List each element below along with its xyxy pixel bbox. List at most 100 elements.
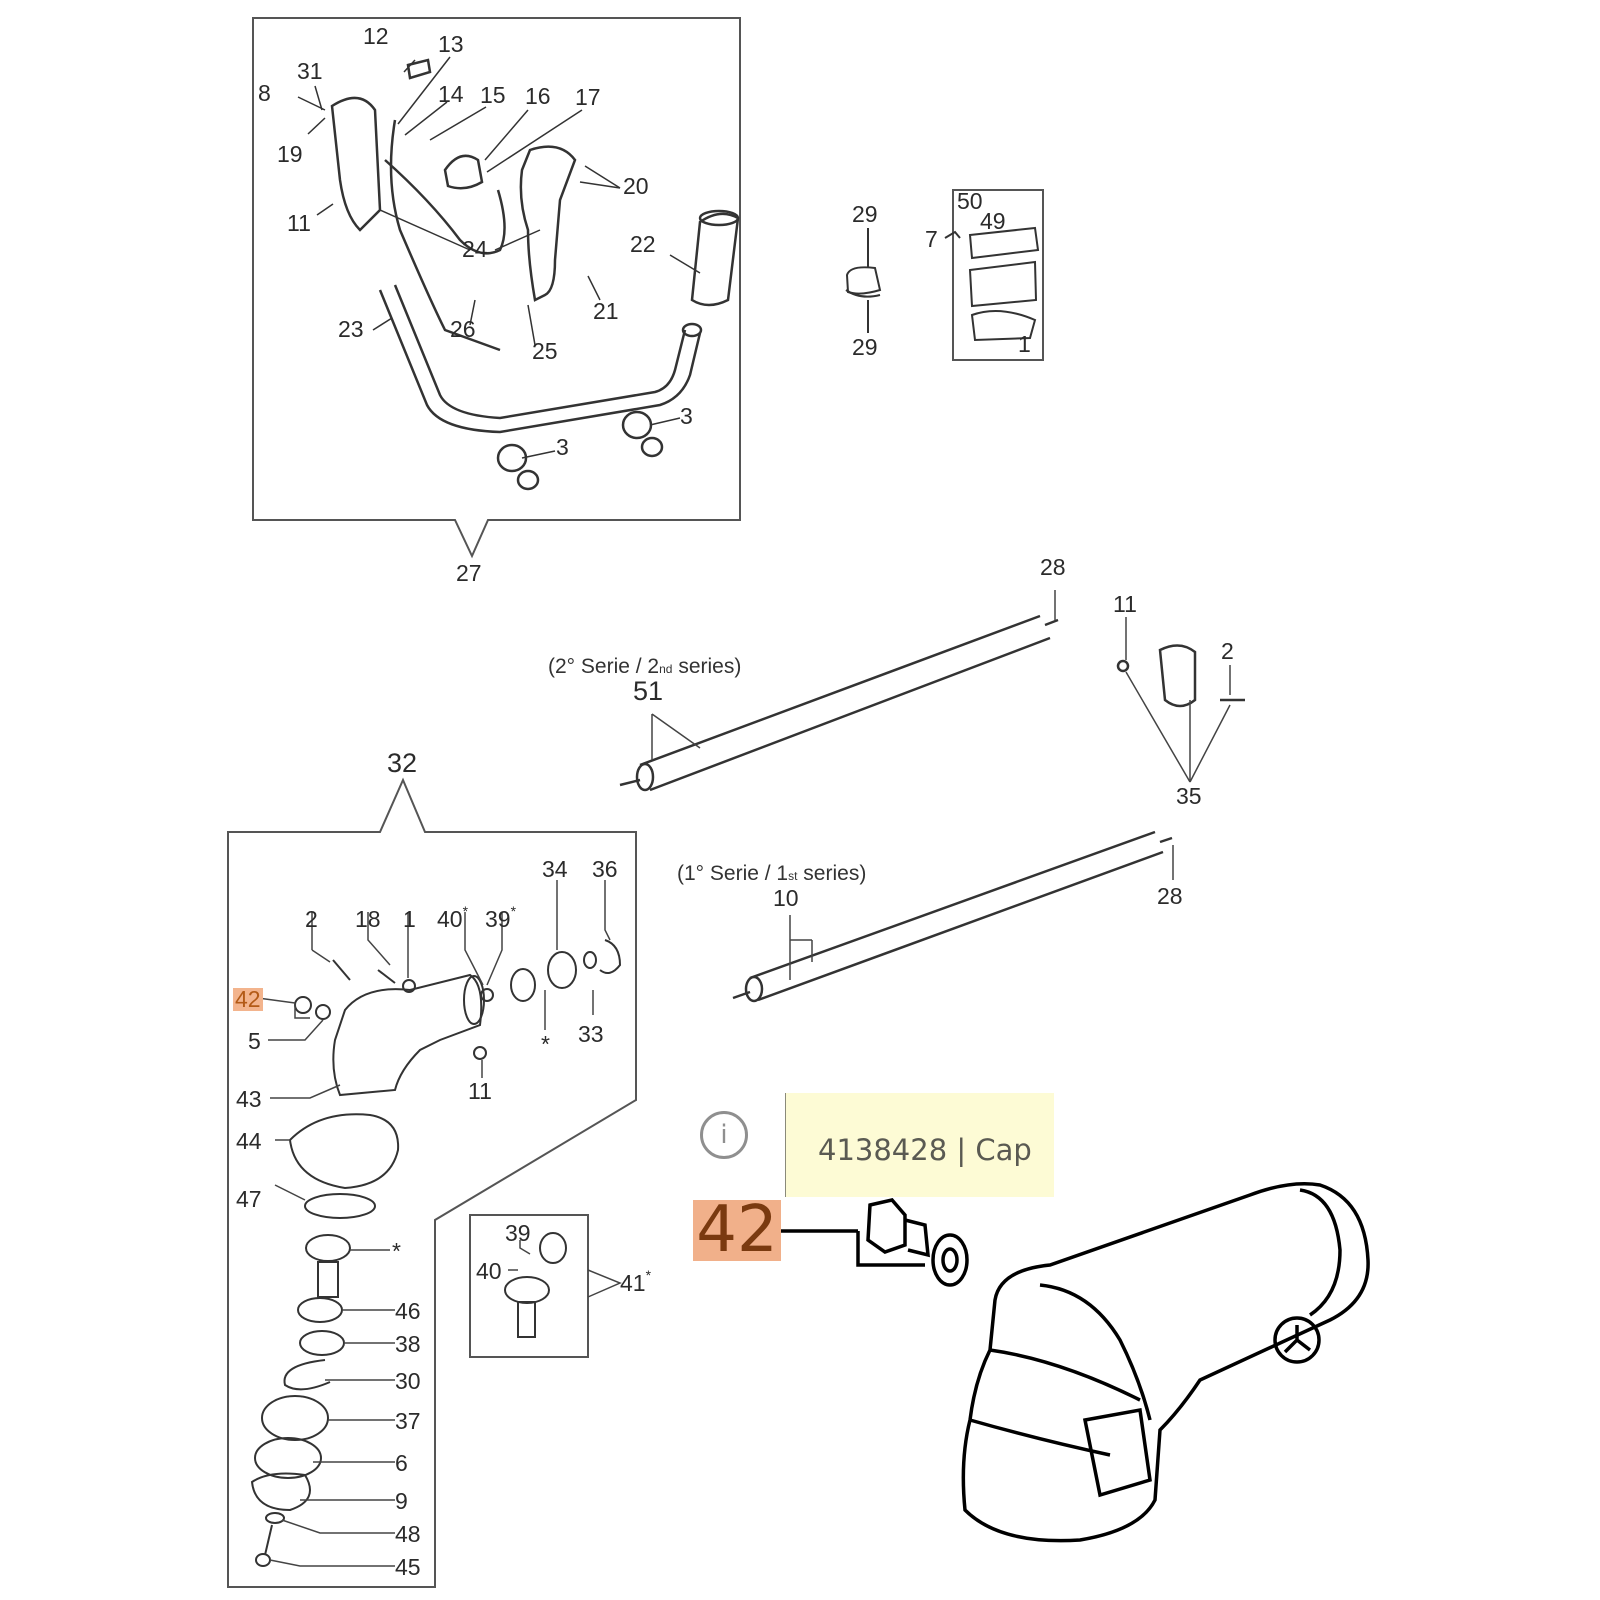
callout-42-selected[interactable]: 42 <box>233 986 263 1012</box>
callout-33[interactable]: 33 <box>578 1021 604 1047</box>
callout-39-kit[interactable]: 39 <box>505 1220 531 1246</box>
callout-46[interactable]: 46 <box>395 1298 421 1324</box>
tooltip-text: 4138428 | Cap <box>818 1133 1032 1167</box>
callout-7[interactable]: 7 <box>925 226 938 252</box>
callout-29-top[interactable]: 29 <box>852 201 878 227</box>
cap-44 <box>288 1113 400 1190</box>
callout-49[interactable]: 49 <box>980 208 1006 234</box>
callout-37[interactable]: 37 <box>395 1408 421 1434</box>
callout-40[interactable]: 40* <box>437 903 469 932</box>
callout-38[interactable]: 38 <box>395 1331 421 1357</box>
part-tooltip: 4138428 | Cap <box>785 1093 1054 1197</box>
side-grip <box>690 212 740 307</box>
series-label-2nd: (2° Serie / 2nd series) <box>548 655 742 678</box>
callout-1-clamp[interactable]: 1 <box>1018 331 1031 357</box>
callout-41[interactable]: 41* <box>620 1267 652 1296</box>
callout-28-1st[interactable]: 28 <box>1157 883 1183 909</box>
callout-11-clamp[interactable]: 11 <box>1113 591 1137 617</box>
connector-12 <box>406 58 432 80</box>
callout-47[interactable]: 47 <box>236 1186 262 1212</box>
bearing-38 <box>299 1330 345 1356</box>
washer-5-large <box>931 1233 969 1287</box>
gear-head-small <box>332 973 483 1097</box>
ring-3b <box>621 410 653 440</box>
selected-part-callout-42[interactable]: 42 <box>693 1198 781 1262</box>
part-name: Cap <box>975 1133 1032 1167</box>
callout-8[interactable]: 8 <box>258 80 271 106</box>
callout-45[interactable]: 45 <box>395 1554 421 1580</box>
callout-11-gearhead[interactable]: 11 <box>468 1078 492 1104</box>
callout-12[interactable]: 12 <box>363 23 389 49</box>
trigger-grip <box>519 145 577 302</box>
callout-3-left[interactable]: 3 <box>556 434 569 460</box>
callout-30[interactable]: 30 <box>395 1368 421 1394</box>
nut-42-large <box>866 1198 907 1254</box>
callout-2-clamp[interactable]: 2 <box>1221 638 1234 664</box>
callout-28-2nd[interactable]: 28 <box>1040 554 1066 580</box>
gear-kit-a <box>539 1232 567 1264</box>
drive-shaft-1st <box>749 830 1164 1002</box>
callout-34[interactable]: 34 <box>542 856 568 882</box>
callout-51[interactable]: 51 <box>633 676 664 706</box>
washer-48 <box>265 1512 285 1524</box>
washer-5-small <box>315 1004 331 1020</box>
bearing-34 <box>547 951 577 989</box>
callout-50[interactable]: 50 <box>957 188 983 214</box>
ring-3a <box>496 443 528 473</box>
callout-1-gearhead[interactable]: 1 <box>403 906 416 932</box>
callout-36[interactable]: 36 <box>592 856 618 882</box>
part-number: 4138428 <box>818 1133 948 1167</box>
callout-32-gear-head-assembly[interactable]: 32 <box>387 748 418 778</box>
callout-43[interactable]: 43 <box>236 1086 262 1112</box>
callout-11-handle[interactable]: 11 <box>287 210 311 236</box>
nut-42-small <box>294 996 312 1014</box>
wire-harness <box>389 119 501 352</box>
callout-35[interactable]: 35 <box>1176 783 1202 809</box>
callout-2-gearhead[interactable]: 2 <box>305 906 318 932</box>
callout-23[interactable]: 23 <box>338 316 364 342</box>
gear-top <box>305 1234 351 1262</box>
callout-21[interactable]: 21 <box>593 298 619 324</box>
gear-kit-b <box>504 1276 550 1304</box>
callout-9[interactable]: 9 <box>395 1488 408 1514</box>
main-handle-body <box>330 96 382 232</box>
clamp-block <box>968 226 1040 342</box>
callout-48[interactable]: 48 <box>395 1521 421 1547</box>
callout-27-handle-assembly[interactable]: 27 <box>456 560 482 586</box>
callout-29-bottom[interactable]: 29 <box>852 334 878 360</box>
drive-shaft-2nd <box>639 614 1051 792</box>
callout-16[interactable]: 16 <box>525 83 551 109</box>
callout-18[interactable]: 18 <box>355 906 381 932</box>
gear-head-box <box>227 777 637 1588</box>
callout-17[interactable]: 17 <box>575 84 601 110</box>
info-icon[interactable]: i <box>700 1111 748 1159</box>
bearing-46 <box>297 1297 343 1323</box>
series-label-1st: (1° Serie / 1st series) <box>677 862 867 885</box>
bolt-45 <box>264 1524 273 1556</box>
callout-40-kit[interactable]: 40 <box>476 1258 502 1284</box>
clip-29 <box>845 266 882 295</box>
callout-31[interactable]: 31 <box>297 58 323 84</box>
callout-15[interactable]: 15 <box>480 82 506 108</box>
clamp-35 <box>1158 644 1197 708</box>
callout-26[interactable]: 26 <box>450 316 476 342</box>
callout-14[interactable]: 14 <box>438 81 464 107</box>
callout-10[interactable]: 10 <box>773 885 799 911</box>
callout-5[interactable]: 5 <box>248 1028 261 1054</box>
callout-19[interactable]: 19 <box>277 141 303 167</box>
disc-37 <box>261 1395 329 1441</box>
star-marker-gear: * <box>392 1238 401 1264</box>
cup-9 <box>250 1472 311 1512</box>
callout-44[interactable]: 44 <box>236 1128 262 1154</box>
callout-13[interactable]: 13 <box>438 31 464 57</box>
gear-34-side <box>510 968 536 1002</box>
callout-24[interactable]: 24 <box>462 236 488 262</box>
callout-3-right[interactable]: 3 <box>680 403 693 429</box>
handlebar-end <box>681 322 703 338</box>
callout-20[interactable]: 20 <box>623 173 649 199</box>
callout-39[interactable]: 39* <box>485 903 517 932</box>
star-marker-pinion: * <box>541 1031 550 1057</box>
callout-6[interactable]: 6 <box>395 1450 408 1476</box>
callout-22[interactable]: 22 <box>630 231 656 257</box>
callout-25[interactable]: 25 <box>532 338 558 364</box>
